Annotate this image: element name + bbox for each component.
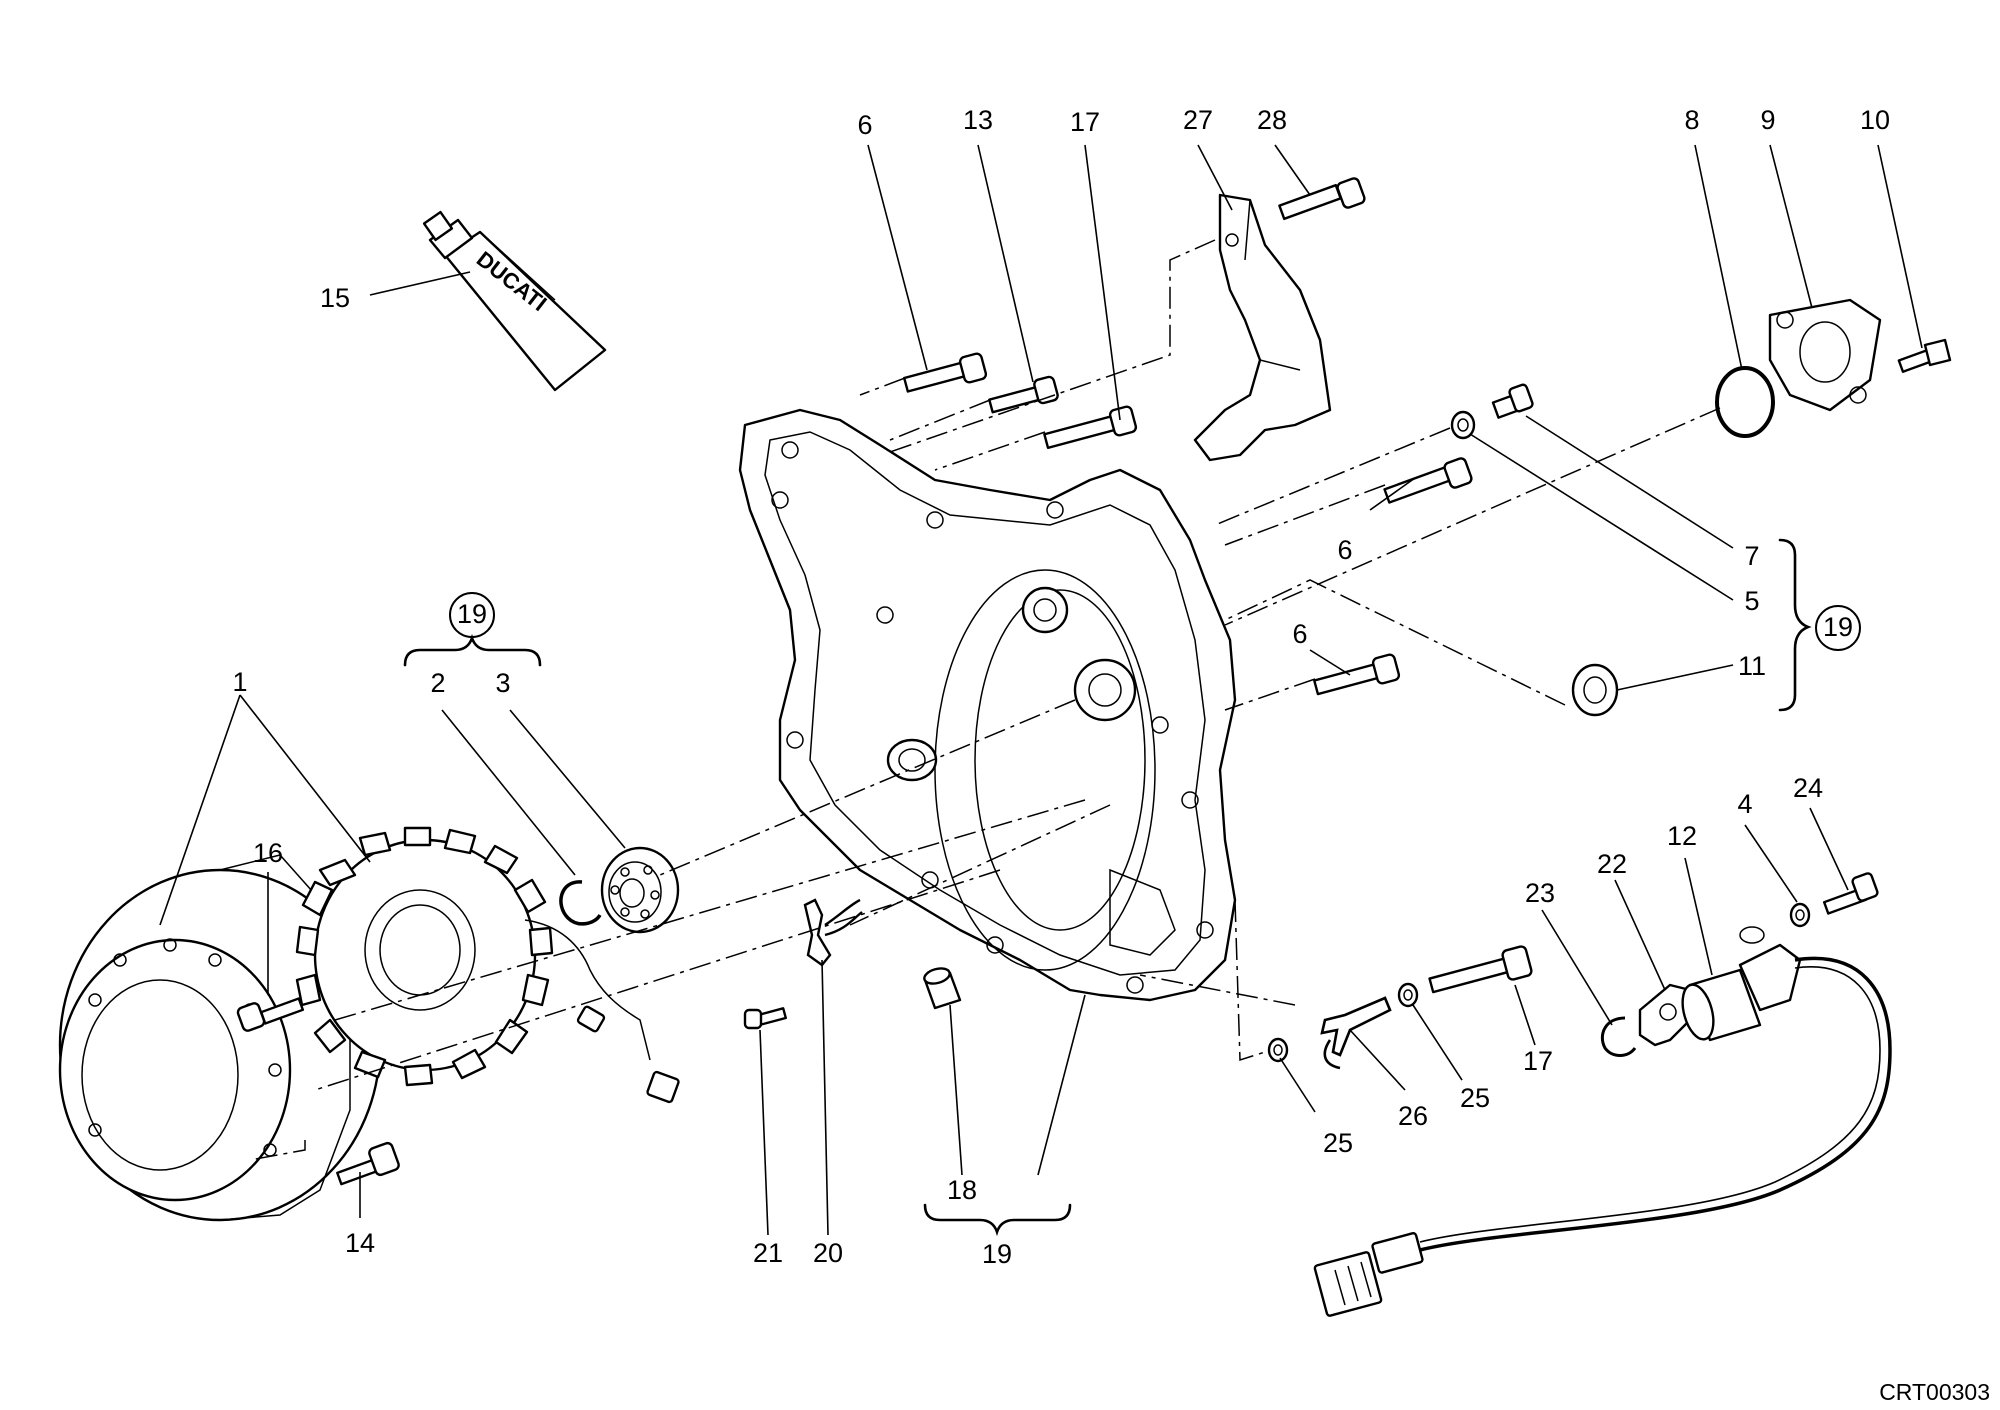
callout-5: 5 xyxy=(1744,586,1759,616)
callout-27: 27 xyxy=(1183,105,1213,135)
bearing-3 xyxy=(600,846,680,934)
stator xyxy=(295,826,680,1104)
bolt-17a xyxy=(1043,405,1138,450)
brace-right xyxy=(1778,538,1812,712)
bolt-6c xyxy=(1313,653,1401,696)
callout-19: 19 xyxy=(1823,612,1853,642)
callout-26: 26 xyxy=(1398,1101,1428,1131)
brace-top xyxy=(403,633,542,667)
group-braces xyxy=(403,538,1861,1237)
callout-6: 6 xyxy=(1292,619,1307,649)
bolt-7 xyxy=(1491,383,1534,419)
callout-17: 17 xyxy=(1070,107,1100,137)
callout-25: 25 xyxy=(1460,1083,1490,1113)
screw-21 xyxy=(743,1007,787,1030)
bracket-22 xyxy=(1638,983,1697,1047)
callout-12: 12 xyxy=(1667,821,1697,851)
bolt-14 xyxy=(336,1141,400,1186)
callout-4: 4 xyxy=(1737,789,1752,819)
callout-circle-19-top xyxy=(449,592,495,638)
callout-21: 21 xyxy=(753,1238,783,1268)
seal-11 xyxy=(1571,663,1619,717)
callout-2: 2 xyxy=(430,668,445,698)
callout-3: 3 xyxy=(495,668,510,698)
drawing-code: CRT00303 xyxy=(1879,1379,1990,1405)
callout-25: 25 xyxy=(1323,1128,1353,1158)
callout-13: 13 xyxy=(963,105,993,135)
bolt-13 xyxy=(988,375,1059,414)
washer-5 xyxy=(1450,410,1476,440)
wire-clip-20 xyxy=(803,898,863,967)
leader-lines xyxy=(159,144,1923,1236)
bolt-28 xyxy=(1278,177,1366,221)
callout-1: 1 xyxy=(232,667,247,697)
callout-15: 15 xyxy=(320,283,350,313)
bolt-10 xyxy=(1897,338,1952,373)
callout-19: 19 xyxy=(982,1239,1012,1269)
callout-22: 22 xyxy=(1597,849,1627,879)
callout-28: 28 xyxy=(1257,105,1287,135)
bolt-17b xyxy=(1428,945,1533,994)
callout-7: 7 xyxy=(1744,541,1759,571)
callout-14: 14 xyxy=(345,1228,375,1258)
callout-8: 8 xyxy=(1684,105,1699,135)
callout-19: 19 xyxy=(457,599,487,629)
cover-plate-9 xyxy=(1768,298,1882,412)
callout-16: 16 xyxy=(253,838,283,868)
callout-labels: 6 13 17 27 28 8 9 10 15 6 7 5 19 11 6 19… xyxy=(232,105,1890,1269)
callout-10: 10 xyxy=(1860,105,1890,135)
alignment-lines xyxy=(249,239,1721,1161)
bolt-24 xyxy=(1822,872,1879,915)
callout-6: 6 xyxy=(857,110,872,140)
callout-6: 6 xyxy=(1337,535,1352,565)
o-ring-8 xyxy=(1715,366,1775,438)
callout-23: 23 xyxy=(1525,878,1555,908)
bolt-16 xyxy=(236,997,305,1032)
washer-25a xyxy=(1267,1037,1289,1063)
pickup-sensor-12 xyxy=(1313,926,1892,1317)
callout-17: 17 xyxy=(1523,1046,1553,1076)
washer-4 xyxy=(1789,902,1811,928)
grease-tube: DUCATI xyxy=(422,210,607,392)
callout-18: 18 xyxy=(947,1175,977,1205)
generator-cover xyxy=(738,408,1237,1002)
circlip-2 xyxy=(559,880,602,926)
bolt-6b xyxy=(1383,457,1473,504)
callout-11: 11 xyxy=(1738,651,1766,681)
circlip-23 xyxy=(1600,1016,1637,1057)
bolt-6a xyxy=(903,352,988,393)
rotor xyxy=(58,854,382,1222)
callout-circle-19-right xyxy=(1815,605,1861,651)
spring-clip-26 xyxy=(1320,996,1392,1070)
callout-20: 20 xyxy=(813,1238,843,1268)
callout-9: 9 xyxy=(1760,105,1775,135)
bracket xyxy=(1193,193,1332,462)
washer-25b xyxy=(1397,982,1419,1008)
dowel-18 xyxy=(923,967,962,1010)
callout-24: 24 xyxy=(1793,773,1823,803)
brace-bottom xyxy=(923,1203,1072,1237)
